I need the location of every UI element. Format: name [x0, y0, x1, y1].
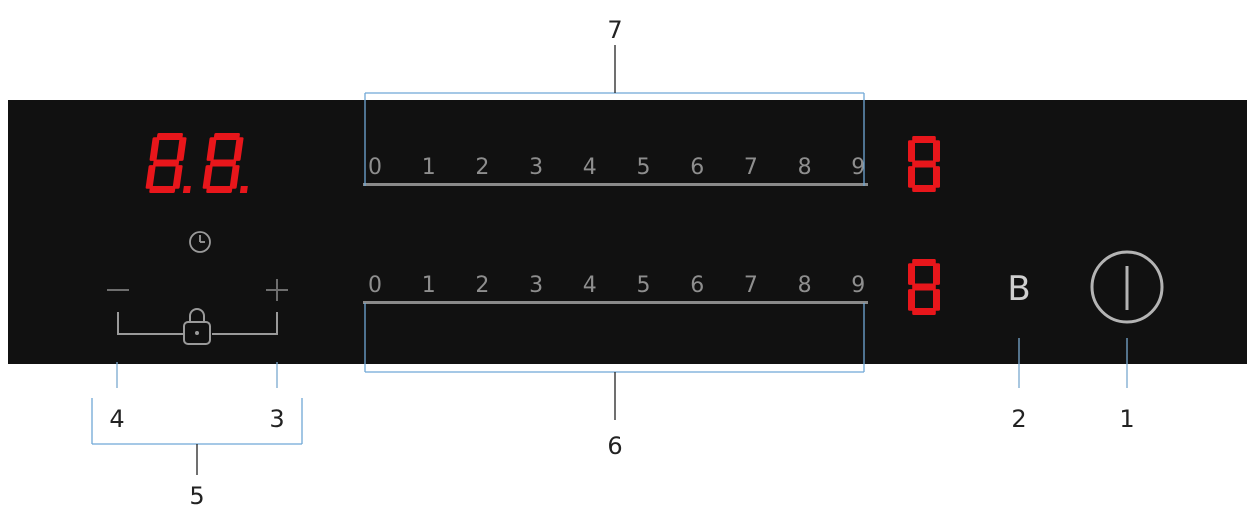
- segment-g: [912, 283, 936, 291]
- callout-5: 5: [189, 482, 205, 510]
- lower-scale-5[interactable]: 5: [636, 273, 651, 298]
- segment-c: [172, 165, 183, 189]
- segment-c: [933, 166, 940, 188]
- upper-scale-9[interactable]: 9: [851, 155, 866, 180]
- upper-scale-1[interactable]: 1: [421, 155, 436, 180]
- upper-slider-track[interactable]: [363, 183, 868, 186]
- plus-icon: [266, 279, 288, 301]
- boost-button[interactable]: B: [1007, 269, 1031, 309]
- segment-d: [206, 186, 233, 193]
- lower-scale-1[interactable]: 1: [421, 273, 436, 298]
- segment-a: [213, 133, 240, 140]
- segment-e: [908, 289, 915, 311]
- lower-scale-4[interactable]: 4: [582, 273, 597, 298]
- decimal-point: [182, 186, 191, 193]
- callout-2: 2: [1011, 405, 1027, 433]
- segment-b: [176, 137, 187, 161]
- upper-scale-8[interactable]: 8: [797, 155, 812, 180]
- segment-a: [912, 259, 936, 266]
- segment-g: [912, 160, 936, 168]
- callout-4: 4: [109, 405, 125, 433]
- segment-f: [908, 263, 915, 285]
- segment-b: [933, 263, 940, 285]
- lower-scale-0[interactable]: 0: [368, 273, 382, 298]
- timer-display: [145, 133, 248, 193]
- clock-icon: [189, 231, 211, 253]
- segment-f: [149, 137, 160, 161]
- lower-scale-8[interactable]: 8: [797, 273, 812, 298]
- upper-scale-5[interactable]: 5: [636, 155, 651, 180]
- upper-scale-3[interactable]: 3: [529, 155, 544, 180]
- lower-scale-2[interactable]: 2: [475, 273, 490, 298]
- segment-e: [145, 165, 156, 189]
- segment-f: [908, 140, 915, 162]
- segment-c: [933, 289, 940, 311]
- segment-g: [152, 159, 180, 167]
- segment-d: [149, 186, 176, 193]
- lower-scale-6[interactable]: 6: [690, 273, 705, 298]
- lower-slider-track[interactable]: [363, 301, 868, 304]
- lower-scale-9[interactable]: 9: [851, 273, 866, 298]
- segment-f: [206, 137, 217, 161]
- lower-zone-display: [908, 259, 940, 315]
- segment-e: [908, 166, 915, 188]
- segment-a: [912, 136, 936, 143]
- callout-7: 7: [607, 16, 623, 44]
- power-icon: [1090, 250, 1164, 324]
- upper-zone-display: [908, 136, 940, 192]
- segment-g: [209, 159, 237, 167]
- segment-c: [229, 165, 240, 189]
- lower-scale-7[interactable]: 7: [743, 273, 758, 298]
- segment-d: [912, 185, 936, 192]
- segment-e: [202, 165, 213, 189]
- upper-scale-2[interactable]: 2: [475, 155, 490, 180]
- callout-1: 1: [1119, 405, 1135, 433]
- segment-a: [156, 133, 183, 140]
- segment-d: [912, 308, 936, 315]
- callout-3: 3: [269, 405, 285, 433]
- upper-scale-0[interactable]: 0: [368, 155, 382, 180]
- segment-b: [933, 140, 940, 162]
- decimal-point: [239, 186, 248, 193]
- lock-icon: [117, 308, 278, 345]
- callout-6: 6: [607, 432, 623, 460]
- segment-b: [233, 137, 244, 161]
- upper-scale-4[interactable]: 4: [582, 155, 597, 180]
- lower-scale-3[interactable]: 3: [529, 273, 544, 298]
- upper-scale-6[interactable]: 6: [690, 155, 705, 180]
- upper-scale-7[interactable]: 7: [743, 155, 758, 180]
